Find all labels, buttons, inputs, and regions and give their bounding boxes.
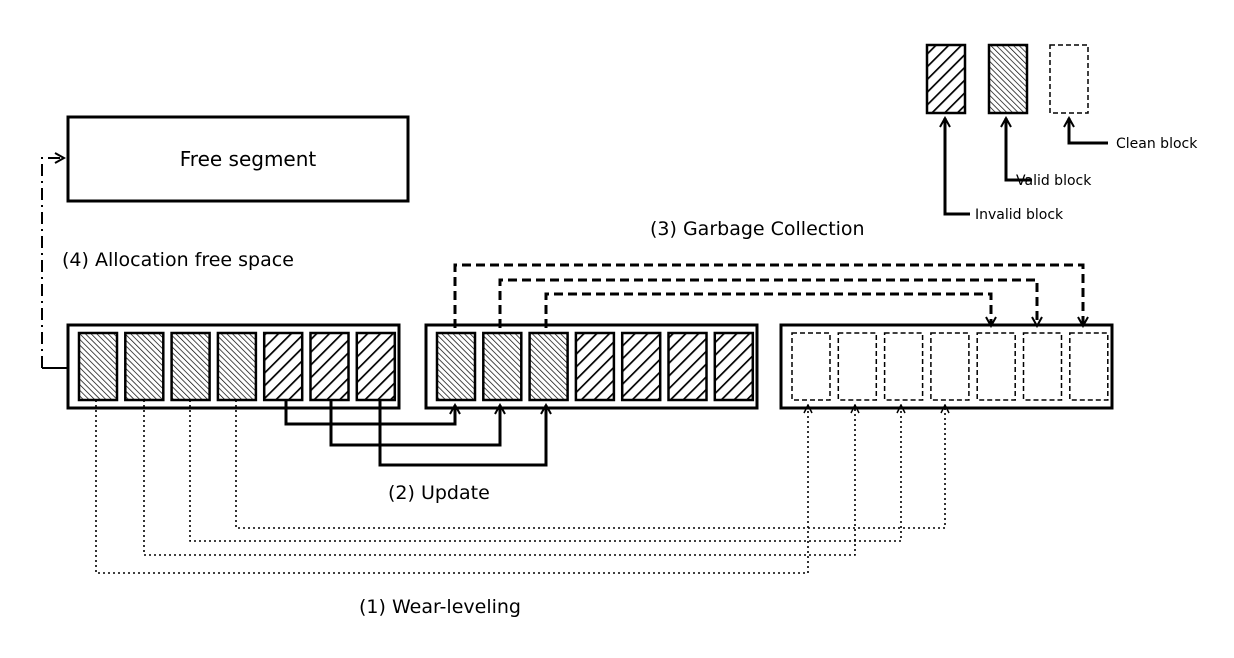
label-allocation: (4) Allocation free space [62,249,294,271]
segment-2-valid-block [435,331,477,402]
segment-1-valid-block [124,331,165,402]
segment-1-valid-block [170,331,211,402]
free-segment-label: Free segment [180,147,317,171]
segment-3-clean-block [1069,332,1109,401]
segment-3-clean-block [883,332,924,401]
legend-valid-block [987,43,1029,115]
garbage-collection-arrows [453,263,1083,328]
segment-2-valid-block [482,331,523,402]
segment-1-invalid-block [309,331,350,402]
update-arrow-1 [284,400,455,426]
legend-valid-label: Valid block [1016,173,1092,189]
label-update: (2) Update [388,482,490,504]
update-arrow-3 [378,400,546,467]
label-wear-leveling: (1) Wear-leveling [359,596,521,618]
segment-2-invalid-block [574,331,616,402]
legend-clean-block [1049,44,1089,114]
wl-arrow-1 [95,400,808,574]
segment-3-clean-block [1022,332,1063,401]
update-arrow-2 [329,400,500,447]
legend: Invalid block Valid block Clean block [925,43,1198,223]
legend-clean-label: Clean block [1116,136,1198,152]
label-garbage-collection: (3) Garbage Collection [650,218,865,240]
legend-invalid-block [925,43,967,115]
wear-leveling-arrows [95,400,945,574]
segment-3-clean-block [976,332,1016,401]
legend-clean-arrow [1069,118,1108,145]
legend-valid-arrow [1006,118,1032,182]
segment-1-valid-block [77,331,119,402]
segment-3-clean-block [791,332,831,401]
segment-3-clean-block [837,332,878,401]
update-arrows [284,400,546,467]
segment-2-invalid-block [713,331,755,402]
segment-1-valid-block [216,331,258,402]
gc-arrow-1 [453,263,1083,328]
allocation-arrow [41,158,64,368]
legend-invalid-arrow [945,118,970,216]
legend-invalid-label: Invalid block [975,207,1064,223]
segment-2-invalid-block [667,331,708,402]
segment-1-invalid-block [355,331,397,402]
wl-arrow-3 [189,400,901,542]
segments [66,323,1114,410]
gc-arrow-3 [544,292,991,328]
segment-2-invalid-block [620,331,662,402]
gc-arrow-2 [498,278,1037,328]
wl-arrow-4 [235,400,945,529]
wl-arrow-2 [143,400,855,556]
segment-1-invalid-block [262,331,304,402]
free-segment-box [66,115,410,203]
segment-3-clean-block [930,332,970,401]
segment-2-valid-block [528,331,569,402]
